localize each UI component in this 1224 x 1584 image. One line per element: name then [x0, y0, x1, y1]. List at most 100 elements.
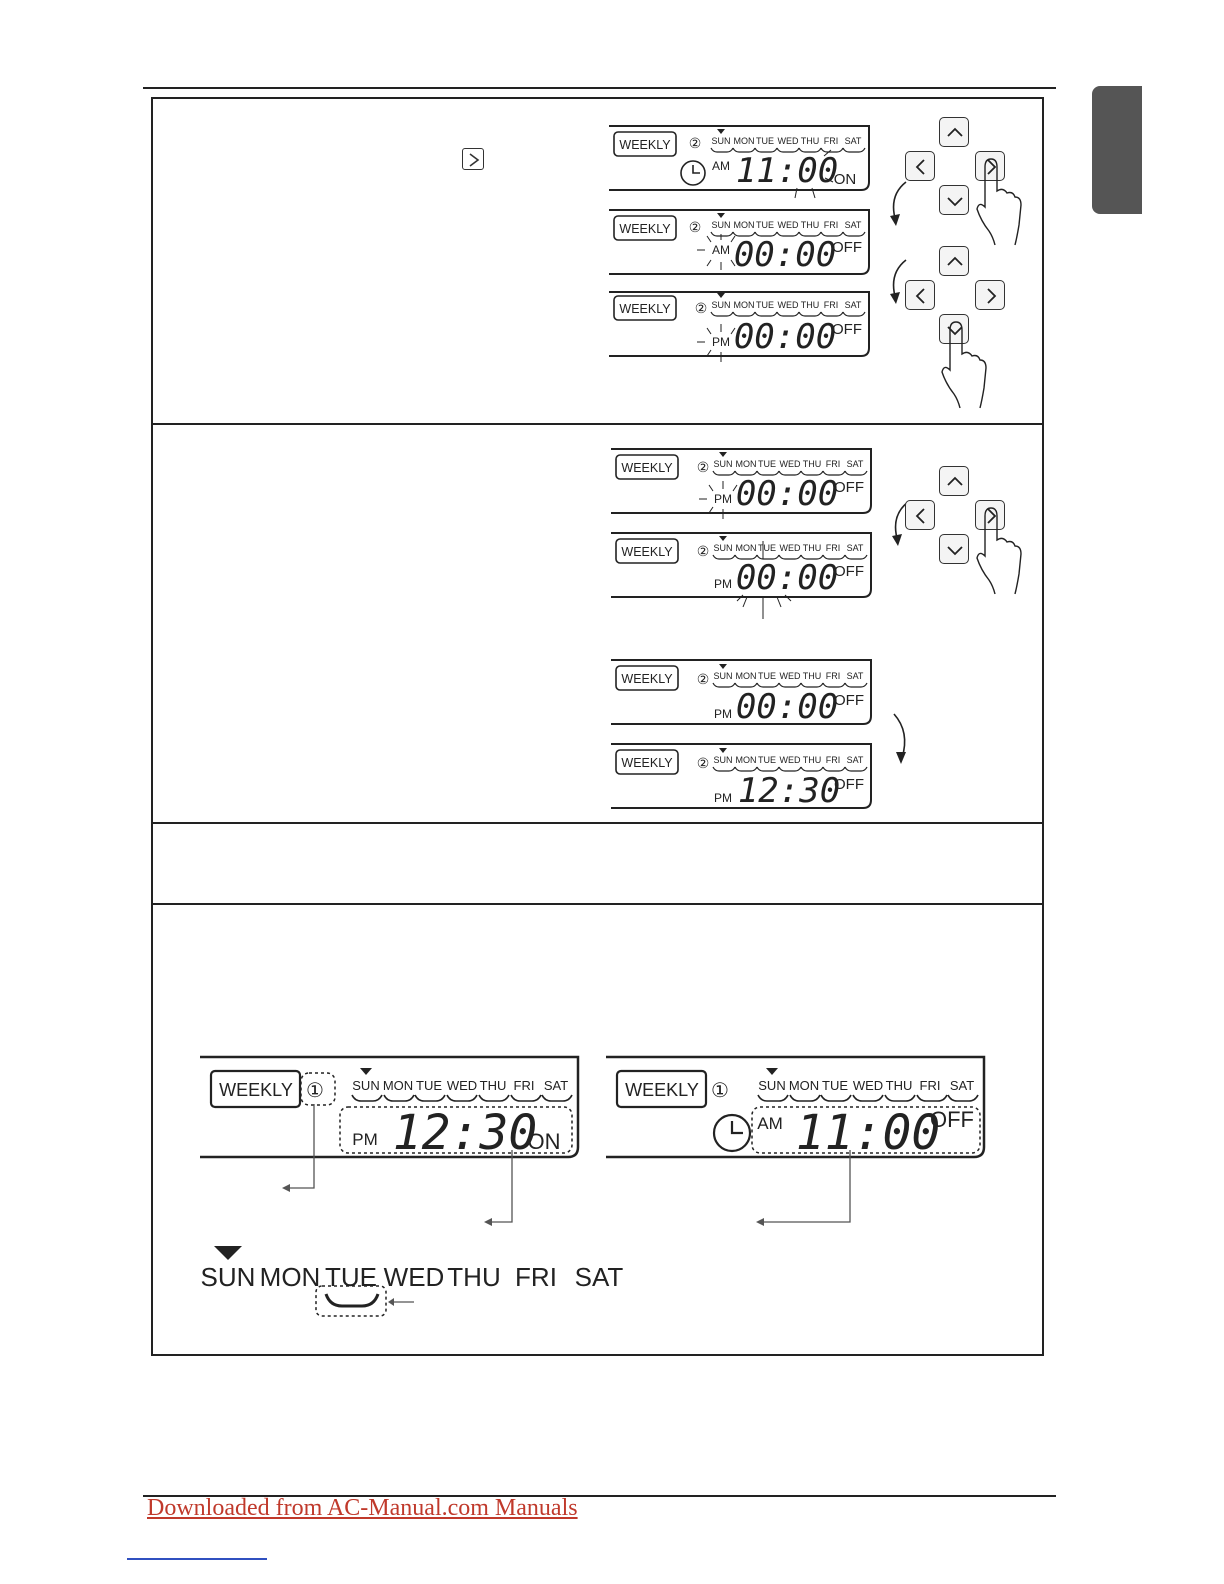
weekly-label: WEEKLY [619, 138, 671, 152]
day-mon: MON [789, 1078, 819, 1093]
program-number: ① [711, 1080, 729, 1102]
language-tab [1092, 86, 1142, 214]
weekly-label: WEEKLY [219, 1080, 293, 1100]
day-fri: FRI [824, 300, 839, 310]
day-thu: THU [886, 1078, 913, 1093]
ampm-indicator: AM [712, 243, 730, 257]
day-fri: FRI [826, 671, 841, 681]
ampm-indicator: PM [712, 335, 730, 349]
left-button[interactable] [905, 500, 935, 530]
legend-day-thu: THU [447, 1262, 500, 1292]
day-wed: WED [447, 1078, 477, 1093]
legend-day-mon: MON [260, 1262, 321, 1292]
day-sat: SAT [847, 543, 864, 553]
weekly-label: WEEKLY [621, 756, 673, 770]
weekly-label: WEEKLY [625, 1080, 699, 1100]
ampm-indicator: PM [714, 707, 732, 721]
up-button[interactable] [939, 117, 969, 147]
program-number: ② [697, 543, 710, 559]
program-number: ① [306, 1080, 324, 1102]
left-button[interactable] [905, 151, 935, 181]
time-display: 00:00 [736, 687, 838, 727]
day-indicator-legend: SUN MON TUE WED THU FRI SAT [200, 1240, 640, 1325]
state-indicator: OFF [832, 321, 862, 338]
day-tue: TUE [416, 1078, 442, 1093]
day-fri: FRI [824, 220, 839, 230]
section-divider [153, 423, 1042, 425]
right-button[interactable] [975, 280, 1005, 310]
pointing-hand-icon [975, 504, 1025, 596]
down-button[interactable] [939, 185, 969, 215]
pointing-hand-icon [940, 318, 990, 410]
day-sat: SAT [847, 459, 864, 469]
day-sat: SAT [847, 671, 864, 681]
down-button[interactable] [939, 534, 969, 564]
day-wed: WED [780, 755, 801, 765]
legend-day-fri: FRI [515, 1262, 557, 1292]
footer-download-link[interactable]: Downloaded from AC-Manual.com Manuals [147, 1495, 578, 1522]
day-wed: WED [778, 220, 799, 230]
up-button[interactable] [939, 466, 969, 496]
day-sat: SAT [544, 1078, 568, 1093]
program-number: ② [689, 135, 702, 151]
ampm-indicator: PM [714, 492, 732, 506]
state-indicator: OFF [834, 479, 864, 496]
state-indicator: OFF [832, 239, 862, 256]
day-fri: FRI [826, 755, 841, 765]
day-thu: THU [803, 459, 822, 469]
lcd-display: WEEKLY ② SUN MON TUE WED THU FRI SAT PM … [609, 531, 874, 601]
day-wed: WED [853, 1078, 883, 1093]
ampm-indicator: AM [712, 159, 730, 173]
time-display: 11:00 [736, 151, 838, 191]
day-thu: THU [801, 300, 820, 310]
state-indicator: OFF [834, 563, 864, 580]
day-wed: WED [780, 459, 801, 469]
day-thu: THU [801, 136, 820, 146]
weekly-label: WEEKLY [619, 222, 671, 236]
lcd-display: WEEKLY ② SUN MON TUE WED THU FRI SAT PM … [609, 742, 874, 812]
day-sun: SUN [711, 220, 730, 230]
section-divider [153, 903, 1042, 905]
day-mon: MON [736, 459, 757, 469]
day-wed: WED [778, 300, 799, 310]
weekly-label: WEEKLY [621, 461, 673, 475]
day-mon: MON [736, 671, 757, 681]
up-button[interactable] [939, 246, 969, 276]
day-sun: SUN [713, 755, 732, 765]
program-number: ② [695, 300, 708, 316]
day-thu: THU [480, 1078, 507, 1093]
day-fri: FRI [826, 543, 841, 553]
right-button-icon [462, 148, 484, 170]
day-fri: FRI [824, 136, 839, 146]
left-button[interactable] [905, 280, 935, 310]
ampm-indicator: PM [714, 577, 732, 591]
weekly-label: WEEKLY [621, 545, 673, 559]
day-sun: SUN [713, 543, 732, 553]
lcd-display: WEEKLY ② SUN MON TUE WED THU FRI SAT PM … [609, 658, 874, 728]
program-number: ② [697, 459, 710, 475]
day-tue: TUE [758, 459, 776, 469]
day-thu: THU [803, 755, 822, 765]
time-display: 00:00 [734, 235, 836, 275]
day-sat: SAT [845, 220, 862, 230]
day-sat: SAT [845, 300, 862, 310]
day-thu: THU [801, 220, 820, 230]
lcd-display: WEEKLY ② SUN MON TUE WED THU FRI SAT AM … [607, 208, 872, 278]
day-tue: TUE [822, 1078, 848, 1093]
day-mon: MON [734, 300, 755, 310]
state-indicator: ON [834, 171, 857, 188]
program-number: ② [689, 219, 702, 235]
top-rule [143, 87, 1056, 89]
pointing-hand-icon [975, 155, 1025, 247]
section-divider [153, 822, 1042, 824]
day-tue: TUE [758, 755, 776, 765]
day-wed: WED [778, 136, 799, 146]
time-display: 00:00 [736, 474, 838, 514]
day-sun: SUN [711, 300, 730, 310]
next-step-arrow [886, 712, 916, 767]
time-display: 00:00 [734, 317, 836, 357]
day-wed: WED [780, 671, 801, 681]
day-mon: MON [734, 136, 755, 146]
day-tue: TUE [758, 671, 776, 681]
day-tue: TUE [756, 300, 774, 310]
